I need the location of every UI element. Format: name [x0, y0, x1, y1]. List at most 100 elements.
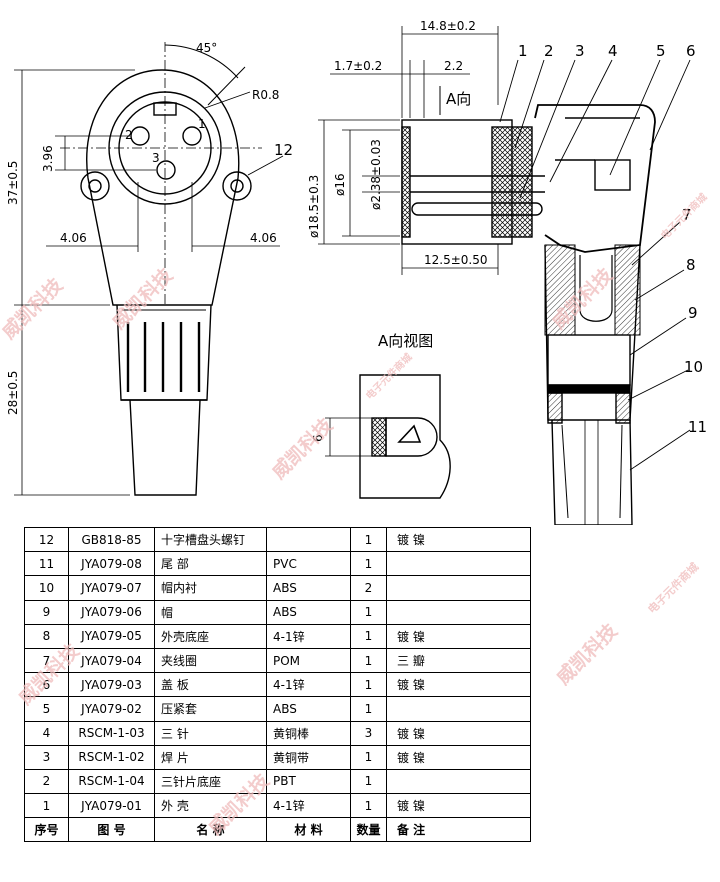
bom-cell: 4-1锌	[266, 793, 351, 819]
balloon-4: 4	[608, 42, 618, 60]
bom-cell: 镀 镍	[386, 720, 531, 746]
pin-3	[156, 160, 176, 180]
bom-cell: ABS	[266, 696, 351, 722]
bom-cell: 镀 镍	[386, 526, 531, 553]
bom-cell: 2	[24, 768, 69, 795]
view-a-outline	[359, 374, 451, 499]
pin-label-3: 3	[152, 151, 160, 165]
front-tail	[129, 399, 201, 496]
dim-22: 2.2	[444, 59, 463, 73]
bom-header-cell: 材 料	[266, 817, 351, 843]
bom-cell: 4-1锌	[266, 623, 351, 649]
bom-cell: RSCM-1-03	[68, 720, 155, 746]
bom-cell: 5	[24, 696, 69, 722]
bom-cell: 1	[350, 696, 387, 722]
front-view	[14, 42, 284, 496]
balloon-9: 9	[688, 304, 698, 322]
bom-cell: 外 壳	[154, 793, 267, 819]
bom-cell: GB818-85	[68, 526, 155, 553]
bom-cell: 1	[350, 672, 387, 698]
bom-cell: 12	[24, 526, 69, 553]
bom-cell: 2	[350, 575, 387, 601]
bom-cell: 镀 镍	[386, 744, 531, 770]
bom-cell	[386, 768, 531, 795]
balloon-1: 1	[518, 42, 528, 60]
bom-cell: RSCM-1-04	[68, 768, 155, 795]
bom-cell: JYA079-07	[68, 575, 155, 601]
radius-label: R0.8	[252, 88, 279, 102]
watermark: 威凯科技	[267, 413, 338, 484]
bom-cell: 黄铜棒	[266, 720, 351, 746]
bom-cell: 1	[350, 623, 387, 649]
bom-cell: 11	[24, 551, 69, 577]
bom-cell: 9	[24, 599, 69, 625]
view-a-title: A向视图	[378, 332, 433, 350]
bom-header-row: 序号图 号名 称材 料数量备 注	[24, 817, 531, 843]
watermark-small: 电子元件商城	[658, 191, 710, 243]
dim-17: 1.7±0.2	[334, 59, 382, 73]
balloon-11: 11	[688, 418, 707, 436]
balloon-8: 8	[686, 256, 696, 274]
bom-cell: PVC	[266, 551, 351, 577]
bom-cell: JYA079-02	[68, 696, 155, 722]
bom-cell: JYA079-03	[68, 672, 155, 698]
watermark: 威凯科技	[552, 619, 622, 690]
bom-header-cell: 数量	[350, 817, 387, 843]
bom-cell	[386, 551, 531, 577]
pin-label-2: 2	[125, 128, 133, 142]
bom-cell: 三针片底座	[154, 768, 267, 795]
side-tail	[551, 419, 633, 525]
left-ear	[80, 171, 110, 201]
bom-header-cell: 名 称	[154, 817, 267, 843]
bom-cell: 10	[24, 575, 69, 601]
angle-label: 45°	[196, 41, 217, 55]
bom-cell: 盖 板	[154, 672, 267, 698]
bom-cell: 帽内衬	[154, 575, 267, 601]
bom-cell: 镀 镍	[386, 623, 531, 649]
bom-cell: 黄铜带	[266, 744, 351, 770]
balloon-6: 6	[686, 42, 696, 60]
bom-cell: ABS	[266, 575, 351, 601]
view-a-key	[385, 417, 438, 457]
bom-cell	[266, 526, 351, 553]
bom-cell: ABS	[266, 599, 351, 625]
watermark-small: 电子元件商城	[645, 560, 702, 617]
bom-cell	[386, 575, 531, 601]
bom-cell: 1	[350, 768, 387, 795]
dim-height-lower: 28±0.5	[6, 371, 20, 415]
dim-406-left: 4.06	[60, 231, 87, 245]
bom-cell: 1	[24, 793, 69, 819]
bom-cell: JYA079-06	[68, 599, 155, 625]
bom-header-cell: 图 号	[68, 817, 155, 843]
bom-header-cell: 序号	[24, 817, 69, 843]
bom-cell: 镀 镍	[386, 672, 531, 698]
bom-cell: 1	[350, 526, 387, 553]
dim-width-top: 14.8±0.2	[420, 19, 476, 33]
bom-cell: 1	[350, 647, 387, 674]
bom-header-cell: 备 注	[386, 817, 531, 843]
bom-cell: 1	[350, 599, 387, 625]
bom-cell	[386, 599, 531, 625]
pin-2	[130, 126, 150, 146]
technical-drawing: 45° R0.8 12 2 1 3 3.96 4.06 4.06 37±0.5 …	[0, 19, 710, 525]
bom-cell: 外壳底座	[154, 623, 267, 649]
bom-cell: 十字槽盘头螺钉	[154, 526, 267, 553]
dim-dia-238: ø2.38±0.03	[369, 139, 383, 210]
bom-cell: JYA079-05	[68, 623, 155, 649]
bom-cell: 1	[350, 793, 387, 819]
bom-cell: 7	[24, 647, 69, 674]
bom-cell: RSCM-1-02	[68, 744, 155, 770]
side-view	[318, 26, 691, 525]
dim-406-right: 4.06	[250, 231, 277, 245]
view-a	[325, 374, 451, 499]
bom-cell	[386, 696, 531, 722]
bom-cell: 3	[350, 720, 387, 746]
